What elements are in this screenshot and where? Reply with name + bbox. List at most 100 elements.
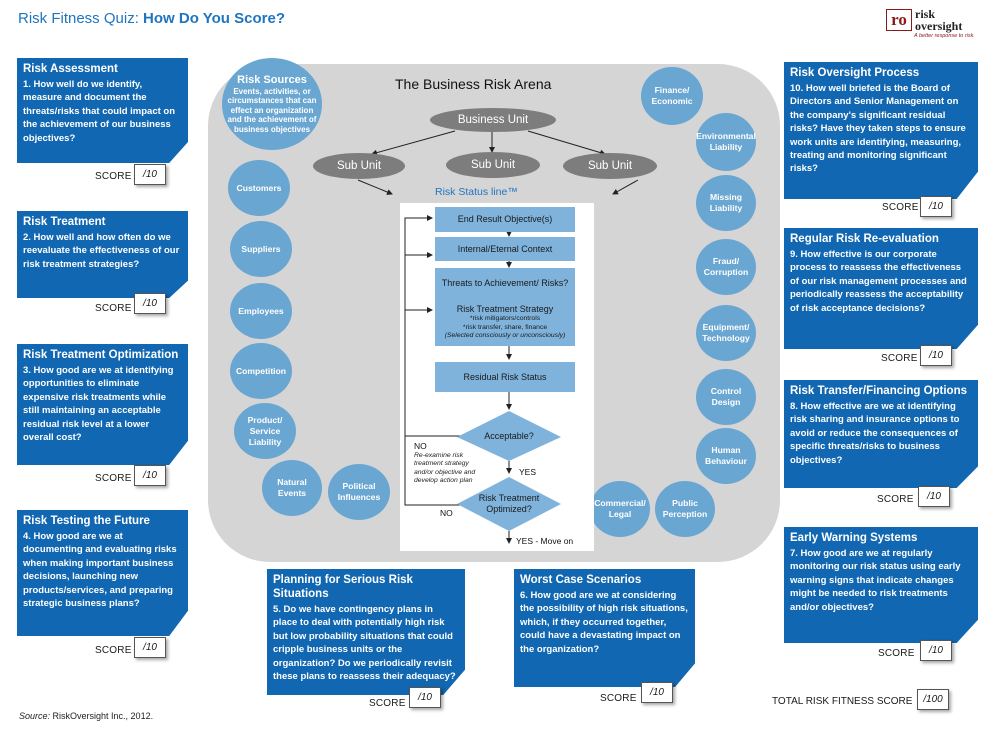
question-1-score-box[interactable]: /10 (134, 164, 166, 185)
source-credit: Source: RiskOversight Inc., 2012. (19, 711, 153, 721)
flow-step-3-label: Threats to Achievement/ Risks? (441, 278, 569, 288)
circle-product-service-liability: Product/ Service Liability (234, 403, 296, 459)
question-9-score-box[interactable]: /10 (920, 345, 952, 366)
riskoversight-logo: ro risk oversight A better response to r… (886, 7, 986, 43)
question-2-score-label: SCORE (95, 303, 132, 314)
flow-residual-risk-status: Residual Risk Status (435, 362, 575, 392)
circle-political-influences: Political Influences (328, 464, 390, 520)
risk-status-line-label: Risk Status line™ (435, 186, 518, 198)
yes-move-on-label: YES - Move on (516, 536, 574, 546)
risk-sources-title: Risk Sources (237, 73, 307, 86)
flow-threats-risks: Threats to Achievement/ Risks? (435, 268, 575, 299)
question-3-score-box[interactable]: /10 (134, 465, 166, 486)
total-score-box[interactable]: /100 (917, 689, 949, 710)
circle-human-behaviour: Human Behaviour (696, 428, 756, 484)
question-6-score-box[interactable]: /10 (641, 682, 673, 703)
question-7-text: 7. How good are we at regularly monitori… (790, 548, 961, 613)
circle-finance-economic: Finance/ Economic (641, 67, 703, 125)
question-4-heading: Risk Testing the Future (23, 515, 150, 527)
question-9-text: 9. How effective is our corporate proces… (790, 249, 967, 314)
question-2-text: 2. How well and how often do we reevalua… (23, 232, 180, 270)
flow-end-result-objectives: End Result Objective(s) (435, 207, 575, 232)
flow-internal-external-context: Internal/Eternal Context (435, 237, 575, 261)
question-9-score-label: SCORE (881, 353, 918, 364)
circle-fraud-corruption: Fraud/ Corruption (696, 239, 756, 295)
question-4-score-box[interactable]: /10 (134, 637, 166, 658)
question-1-text: 1. How well do we identify, measure and … (23, 79, 176, 144)
question-8-score-label: SCORE (877, 494, 914, 505)
question-5-text: 5. Do we have contingency plans in place… (273, 604, 456, 683)
question-box-2: Risk Treatment 2. How well and how often… (17, 211, 188, 298)
logo-word-oversight: oversight (915, 19, 963, 33)
circle-customers: Customers (228, 160, 290, 216)
question-box-10: Risk Oversight Process 10. How well brie… (784, 62, 978, 199)
title-strong: How Do You Score? (143, 10, 285, 27)
strategy-title: Risk Treatment Strategy (456, 304, 554, 315)
risk-sources-text: Events, activities, or circumstances tha… (227, 86, 317, 134)
question-box-6: Worst Case Scenarios 6. How good are we … (514, 569, 695, 687)
question-4-score-label: SCORE (95, 645, 132, 656)
circle-public-perception: Public Perception (655, 481, 715, 537)
question-10-score-label: SCORE (882, 202, 919, 213)
strategy-line-1: *risk mitigators/controls (469, 315, 541, 323)
acceptable-label: Acceptable? (484, 431, 534, 441)
question-box-3: Risk Treatment Optimization 3. How good … (17, 344, 188, 465)
question-5-heading: Planning for Serious Risk Situations (273, 574, 413, 600)
question-8-score-box[interactable]: /10 (918, 486, 950, 507)
question-8-heading: Risk Transfer/Financing Options (790, 385, 968, 397)
business-unit-pill: Business Unit (430, 108, 556, 132)
logo-mark: ro (886, 9, 912, 31)
question-3-score-label: SCORE (95, 473, 132, 484)
total-score-label: TOTAL RISK FITNESS SCORE (772, 696, 913, 707)
question-box-1: Risk Assessment 1. How well do we identi… (17, 58, 188, 163)
question-5-score-box[interactable]: /10 (409, 687, 441, 708)
strategy-line-2: *risk transfer, share, finance (462, 323, 548, 331)
question-8-text: 8. How effective are we at identifying r… (790, 401, 960, 466)
residual-label: Residual Risk Status (463, 371, 547, 382)
optimized-diamond (457, 477, 561, 531)
question-10-score-box[interactable]: /10 (920, 196, 952, 217)
question-3-text: 3. How good are we at identifying opport… (23, 365, 174, 444)
no-label-2: NO (440, 508, 453, 518)
circle-control-design: Control Design (696, 369, 756, 425)
logo-word-risk: risk (915, 7, 936, 21)
question-7-heading: Early Warning Systems (790, 532, 918, 544)
strategy-line-3: (Selected consciously or unconsciously) (444, 332, 566, 340)
yes-label-1: YES (519, 467, 537, 477)
source-label: Source: (19, 711, 51, 721)
circle-suppliers: Suppliers (230, 221, 292, 277)
question-1-score-label: SCORE (95, 171, 132, 182)
title-prefix: Risk Fitness Quiz: (18, 10, 144, 27)
question-9-heading: Regular Risk Re-evaluation (790, 233, 939, 245)
flow-step-1-label: End Result Objective(s) (457, 214, 553, 224)
sub-unit-pill-1: Sub Unit (313, 153, 405, 179)
question-2-heading: Risk Treatment (23, 216, 106, 228)
arena-title: The Business Risk Arena (395, 76, 552, 92)
question-box-8: Risk Transfer/Financing Options 8. How e… (784, 380, 978, 488)
page-title: Risk Fitness Quiz: How Do You Score? (18, 10, 285, 27)
question-4-text: 4. How good are we at documenting and ev… (23, 531, 177, 610)
question-box-9: Regular Risk Re-evaluation 9. How effect… (784, 228, 978, 349)
circle-competition: Competition (230, 343, 292, 399)
circle-employees: Employees (230, 283, 292, 339)
question-box-5: Planning for Serious Risk Situations 5. … (267, 569, 465, 695)
question-2-score-box[interactable]: /10 (134, 293, 166, 314)
circle-environmental-liability: Environmental Liability (696, 113, 756, 171)
re-examine-note: Re-examine risk treatment strategy and/o… (414, 452, 476, 485)
circle-equipment-technology: Equipment/ Technology (696, 305, 756, 361)
question-6-score-label: SCORE (600, 693, 637, 704)
flow-step-2-label: Internal/Eternal Context (457, 243, 553, 254)
flow-risk-treatment-strategy: Risk Treatment Strategy *risk mitigators… (435, 299, 575, 346)
question-box-4: Risk Testing the Future 4. How good are … (17, 510, 188, 636)
question-7-score-box[interactable]: /10 (920, 640, 952, 661)
question-10-heading: Risk Oversight Process (790, 67, 920, 79)
question-6-heading: Worst Case Scenarios (520, 574, 642, 586)
question-1-heading: Risk Assessment (23, 63, 118, 75)
risk-sources-circle: Risk Sources Events, activities, or circ… (222, 58, 322, 150)
optimized-label: Risk Treatment Optimized? (478, 493, 540, 514)
acceptable-diamond (457, 411, 561, 461)
circle-commercial-legal: Commercial/ Legal (590, 481, 650, 537)
question-3-heading: Risk Treatment Optimization (23, 349, 179, 361)
circle-missing-liability: Missing Liability (696, 175, 756, 231)
